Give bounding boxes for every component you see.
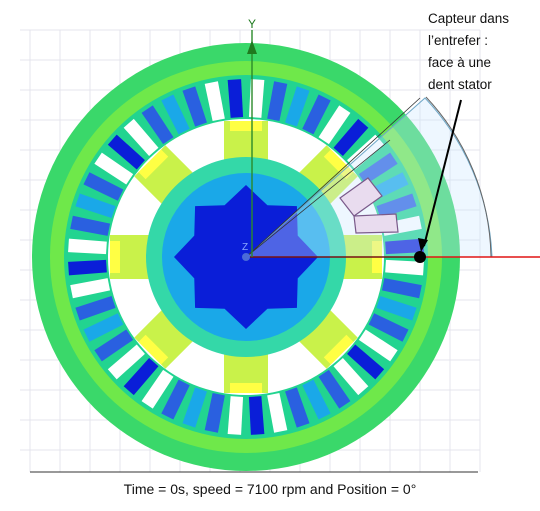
stator-slot [70,215,111,236]
stator-slot [381,278,422,299]
sensor-pointer [423,99,462,247]
sensor-pointer-head [418,238,428,252]
stator-slot [83,172,124,201]
stator-slot [70,278,111,299]
stator-slot [141,105,174,145]
stator-slot [358,329,398,362]
stator-slot [358,152,398,185]
rotor-pole-tip [323,149,354,180]
sector-lines [245,97,421,258]
stator-slot [75,296,116,321]
rotor-pole-tip [138,334,169,365]
stator-slot [333,358,369,396]
annotation-line: dent stator [428,77,492,92]
stator-slot [302,379,331,420]
stator-slot [347,134,385,170]
stator-slot [248,79,265,118]
annotation-line: l’entrefer : [428,33,489,48]
stator-slot [204,392,225,433]
stator-slot [161,379,190,420]
rotor-pole-tip [323,334,354,365]
stator-slot [83,313,124,342]
stator-slot [227,79,244,118]
stator-slot [267,392,288,433]
rotor-pole-tip [230,121,262,131]
rotor-pole-tip [138,149,169,180]
z-axis-label: Z [242,242,248,253]
stator-slot [318,369,351,409]
stator-slot [141,369,174,409]
stator-slot [347,344,385,380]
figure-caption: Time = 0s, speed = 7100 rpm and Position… [123,481,417,497]
sector-arc [425,96,492,258]
stator-slot [68,259,107,276]
highlight-slot-1 [339,177,383,217]
stator-slot [267,81,288,122]
stator-slot [204,81,225,122]
stator-slot [318,105,351,145]
stator-slot [248,396,265,435]
y-axis-arrow [247,40,257,54]
stator-slot [107,344,145,380]
stator-slot [385,259,424,276]
stator-slot [182,86,207,127]
highlight-slot-2 [353,213,399,234]
stator-slot [302,94,331,135]
stator-slot [227,396,244,435]
annotation-line: face à une [428,55,492,70]
stator-slot [385,238,424,255]
stator-slot [123,358,159,396]
annotation-line: Capteur dans [428,11,510,26]
stator-slot [285,387,310,428]
stator-slot [161,94,190,135]
stator-slot [376,193,417,218]
stator-slot [94,152,134,185]
rotor-pole-tip [230,383,262,393]
stator-slots [68,79,424,435]
stator-slot [107,134,145,170]
y-axis-label: Y [248,17,256,31]
stator-slot [333,118,369,156]
stator-slot [285,86,310,127]
stator-slot [182,387,207,428]
stator-slot [94,329,134,362]
stator-slot [368,313,409,342]
origin-marker [242,253,250,261]
stator-slot [376,296,417,321]
stator-slot [123,118,159,156]
sensor-annotation: Capteur dans l’entrefer : face à une dent s… [428,8,540,96]
rotor-pole-tip [110,241,120,273]
sensor-dot [414,251,426,263]
stator-slot [68,238,107,255]
stator-slot [75,193,116,218]
